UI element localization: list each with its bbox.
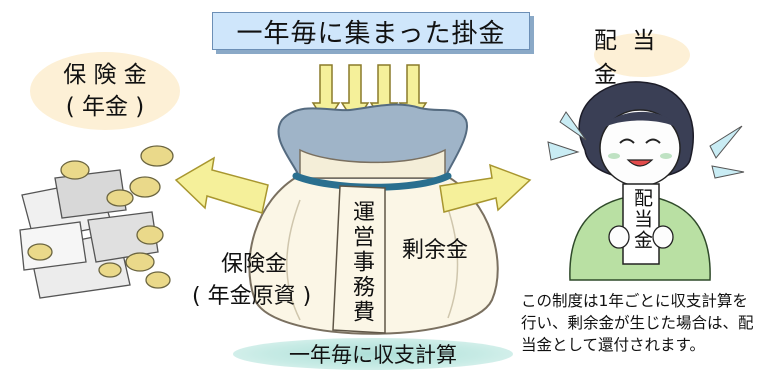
bag-insurance-sub-label: ( 年金原資 ) xyxy=(192,284,312,309)
insurance-label-line1: 保 険 金 xyxy=(63,62,147,88)
money-bag-icon xyxy=(248,103,499,335)
insurance-label: 保 険 金 ( 年金 ) xyxy=(30,52,180,130)
arrow-right-icon xyxy=(439,163,532,213)
insurance-label-line2: ( 年金 ) xyxy=(65,94,145,120)
dividend-card-text: 配当金 xyxy=(631,188,653,251)
annual-accounting-pill: 一年毎に収支計算 xyxy=(233,338,513,370)
arrow-left-icon xyxy=(174,156,269,214)
bag-insurance-label: 保険金 xyxy=(221,252,288,277)
coin-stack-icon xyxy=(27,145,174,289)
cash-notes-icon xyxy=(19,169,159,299)
title-banner: 一年毎に集まった掛金 xyxy=(212,12,530,50)
admin-cost-label: 運営事務費 xyxy=(349,200,374,325)
person-icon xyxy=(547,81,745,281)
explanation-note: この制度は1年ごとに収支計算を行い、剰余金が生じた場合は、配当金として還付されま… xyxy=(521,292,754,354)
surplus-label: 剰余金 xyxy=(402,238,469,263)
